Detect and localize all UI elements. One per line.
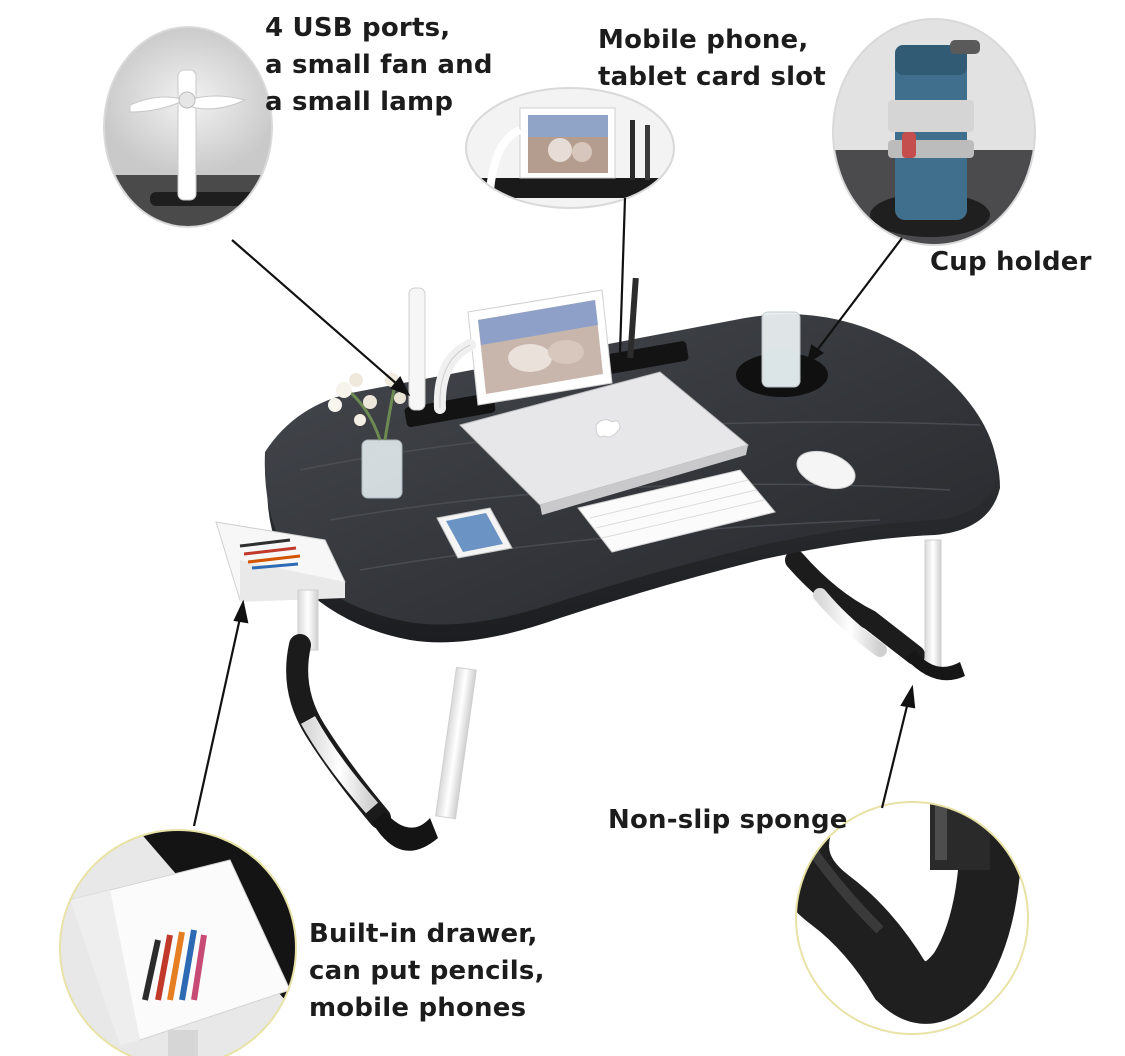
phone — [436, 507, 513, 559]
usb-fan-lamp-label: 4 USB ports, a small fan and a small lam… — [265, 13, 493, 117]
main-table — [215, 277, 1000, 851]
pointer-sponge — [880, 701, 910, 809]
flower-vase — [328, 373, 406, 499]
arrowhead-sponge — [900, 684, 916, 709]
laptop — [459, 371, 750, 515]
fan-callout — [104, 27, 272, 227]
cup-holder — [736, 311, 828, 397]
usb-fan — [408, 287, 476, 414]
non-slip-sponge-label: Non-slip sponge — [608, 805, 848, 835]
card-slot-label: Mobile phone, tablet card slot — [598, 25, 826, 92]
tablet — [467, 289, 613, 406]
pointer-usb — [231, 239, 399, 386]
built-in-drawer-label: Built-in drawer, can put pencils, mobile… — [309, 919, 545, 1023]
arrowhead-drawer — [233, 599, 249, 624]
pointer-slot — [618, 197, 627, 353]
slot-callout — [466, 88, 674, 208]
front-left-leg — [286, 589, 477, 851]
keyboard — [577, 469, 776, 553]
drawer-callout — [60, 830, 296, 1056]
arrowhead-usb — [390, 375, 411, 397]
arrowhead-cup — [806, 344, 824, 365]
back-right-leg — [785, 539, 965, 681]
pointer-drawer — [192, 617, 242, 827]
mouse — [796, 450, 856, 490]
cup-holder-label: Cup holder — [930, 247, 1092, 277]
drawer — [215, 521, 346, 602]
cup-callout — [833, 19, 1035, 245]
pointer-cup — [814, 237, 903, 354]
